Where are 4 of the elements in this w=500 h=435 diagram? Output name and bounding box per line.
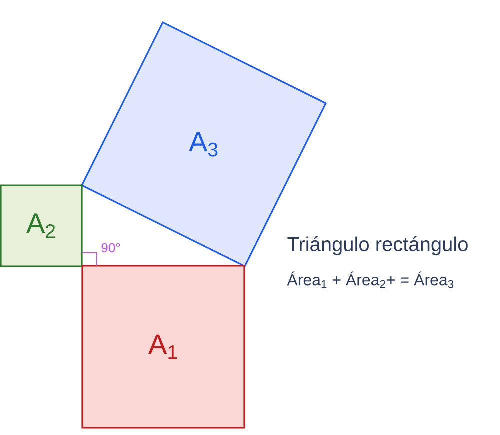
angle-label: 90°: [102, 243, 120, 253]
equation-text: Área$_{1}$ + Área$_{2}$+ = Área$_{3}$: [287, 272, 454, 288]
square: A$_{1}$: [82, 265, 246, 429]
square: A$_{2}$: [0, 184, 83, 268]
